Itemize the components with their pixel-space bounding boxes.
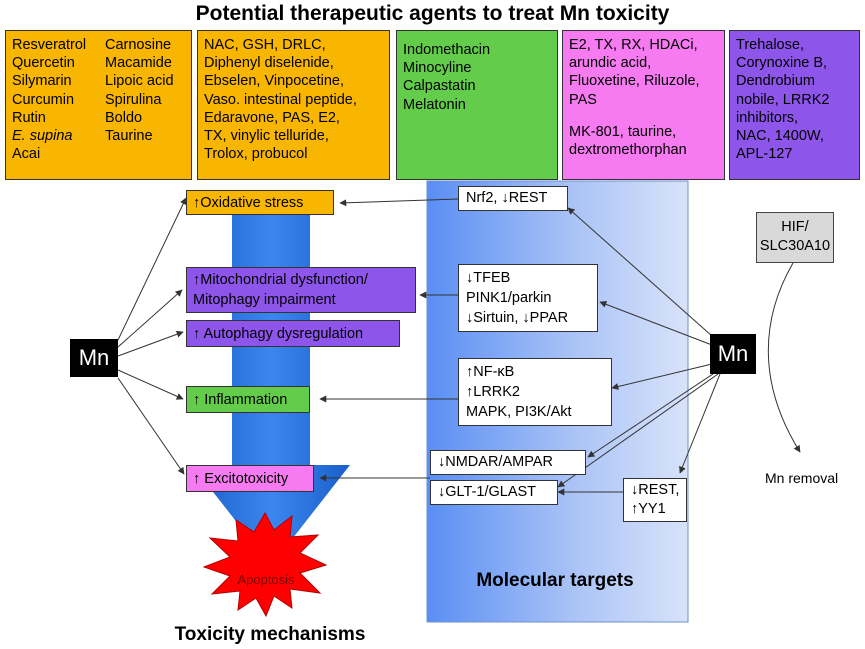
mechanism-mitochondrial: ↑Mitochondrial dysfunction/ Mitophagy im… [186,267,416,313]
mechanism-label: ↑Mitochondrial dysfunction/ [193,272,368,288]
mn-right-node: Mn [710,334,756,374]
agent-item: Acai [12,146,41,163]
agent-item: Corynoxine B, [736,55,828,72]
agent-item: Macamide [105,55,172,72]
agent-item: TX, vinylic telluride, [204,128,329,145]
agent-item: Curcumin [12,91,75,108]
target-tfeb: ↓TFEB PINK1/parkin ↓Sirtuin, ↓PPAR [458,264,598,332]
agent-item: dextromethorphan [569,142,687,159]
agent-item: Edaravone, PAS, E2, [204,109,340,126]
agent-item: E. supina [12,128,73,145]
diagram-title: Potential therapeutic agents to treat Mn… [195,2,670,25]
mn-left-node: Mn [70,339,118,377]
target-label: PINK1/parkin [466,290,552,306]
agents-box-anti-inflammatory: Indomethacin Minocyline Calpastatin Mela… [396,30,558,180]
agent-item: Quercetin [12,55,75,72]
target-label: ↑LRRK2 [466,384,520,400]
hif-slc30a10-box: HIF/ SLC30A10 [756,212,834,263]
agent-item: MK-801, taurine, [569,123,677,140]
target-glt: ↓GLT-1/GLAST [430,480,558,505]
agents-box-autophagy: Trehalose, Corynoxine B, Dendrobium nobi… [729,30,860,180]
left-mn-arrows [117,197,187,475]
agent-item: Minocyline [403,60,472,77]
agent-item: Calpastatin [403,78,476,95]
mechanism-label: ↑ Inflammation [193,391,288,408]
mechanism-inflammation: ↑ Inflammation [186,386,310,413]
target-label: ↓Sirtuin, ↓PPAR [466,310,569,326]
mechanism-oxidative-stress: ↑Oxidative stress [186,190,334,215]
agent-item: NAC, GSH, DRLC, [204,37,326,53]
target-nrf2: Nrf2, ↓REST [458,186,568,211]
mechanism-label: Mitophagy impairment [193,292,336,308]
agent-item: Taurine [105,128,153,145]
target-label: ↑YY1 [631,501,666,517]
target-label: ↑NF-κB [466,364,515,380]
target-to-mechanism-arrows [319,198,459,482]
toxicity-mechanisms-label: Toxicity mechanisms [174,624,366,645]
apoptosis-burst [202,511,328,618]
agent-item: Indomethacin [403,42,491,58]
agent-item: Boldo [105,109,143,126]
agent-item: arundic acid, [569,55,652,72]
target-label: ↓GLT-1/GLAST [438,484,537,500]
agent-item: Dendrobium [736,73,815,90]
agent-item: Trehalose, [736,37,804,53]
mn-removal-label: Mn removal [765,470,839,486]
mechanism-label: ↑ Autophagy dysregulation [193,325,364,342]
agent-item: Fluoxetine, Riluzole, [569,73,700,90]
target-label: MAPK, PI3K/Akt [466,404,572,420]
agent-item: Silymarin [12,73,72,90]
mechanism-label: ↑Oxidative stress [193,194,304,211]
target-nmdar: ↓NMDAR/AMPAR [430,450,586,475]
agents-box-natural: Resveratrol Quercetin Silymarin Curcumin… [5,30,192,180]
agent-item: Trolox, probucol [204,146,308,163]
agent-item: inhibitors, [736,109,799,126]
agent-item: Diphenyl diselenide, [204,55,334,72]
agent-item: Carnosine [105,37,172,53]
target-label: ↓TFEB [466,270,511,286]
target-label: ↓REST, [631,482,680,498]
agent-item: Spirulina [105,91,162,108]
agents-box-antioxidants: NAC, GSH, DRLC, Diphenyl diselenide, Ebs… [197,30,390,180]
target-label: Nrf2, ↓REST [466,190,548,206]
agent-item: Rutin [12,109,46,126]
target-rest: ↓REST, ↑YY1 [623,478,687,522]
agent-item: Ebselen, Vinpocetine, [204,73,345,90]
mechanism-label: ↑ Excitotoxicity [193,470,289,487]
apoptosis-label: Apoptosis [237,572,295,587]
target-label: ↓NMDAR/AMPAR [438,454,553,470]
agent-item: Melatonin [403,96,466,113]
agent-item: PAS [569,91,597,108]
agents-box-excitotoxicity: E2, TX, RX, HDACi, arundic acid, Fluoxet… [562,30,725,180]
hif-label: SLC30A10 [759,238,831,254]
agent-item: Lipoic acid [105,73,174,90]
agent-item: E2, TX, RX, HDACi, [569,37,698,53]
toxicity-cascade-arrow [192,200,350,566]
agent-item: Vaso. intestinal peptide, [204,91,357,108]
agent-item: APL-127 [736,146,793,163]
mechanism-autophagy: ↑ Autophagy dysregulation [186,320,400,347]
agent-item: Resveratrol [12,37,87,53]
hif-removal-arrow [767,262,801,453]
hif-label: HIF/ [781,219,809,235]
agent-item: nobile, LRRK2 [736,91,830,108]
target-nfkb: ↑NF-κB ↑LRRK2 MAPK, PI3K/Akt [458,358,612,426]
agent-item: NAC, 1400W, [736,128,824,145]
mechanism-excitotoxicity: ↑ Excitotoxicity [186,465,314,492]
molecular-targets-label: Molecular targets [476,570,634,591]
